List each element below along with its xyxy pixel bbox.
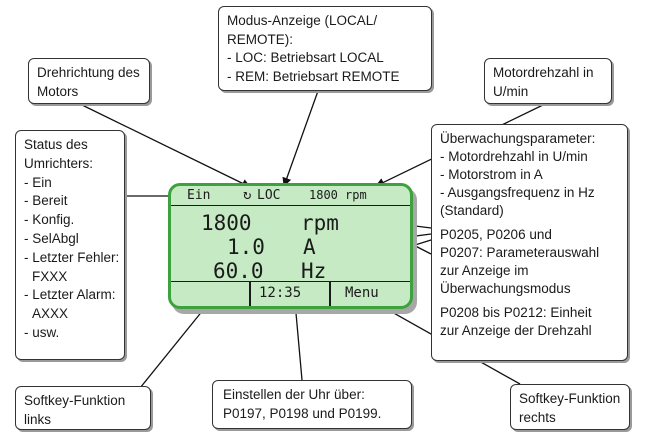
- callout-line: - Bereit: [24, 193, 68, 209]
- callout-line: P0197, P0198 und P0199.: [223, 405, 382, 421]
- callout-line: AXXX: [32, 306, 69, 322]
- callout-line: Softkey-Funktion: [24, 393, 126, 408]
- rotation-direction-icon: ↻: [243, 187, 252, 203]
- callout-line: - Letzter Alarm:: [24, 287, 116, 303]
- callout-motor-speed: Motordrehzahl in U/min: [484, 58, 612, 104]
- monitor-value-1: 1800: [201, 211, 252, 235]
- mode-indicator: LOC: [257, 188, 281, 203]
- lcd-softkey-bar: 12:35 Menu: [171, 281, 410, 306]
- callout-line: zur Anzeige der Drehzahl: [440, 323, 592, 338]
- callout-rotation-direction: Drehrichtung des Motors: [28, 58, 150, 104]
- callout-line: - REM: Betriebsart REMOTE: [227, 68, 400, 84]
- lcd-display: Ein ↻ LOC 1800 rpm 1800 rpm 1.0 A 60.0 H…: [168, 183, 413, 309]
- callout-line: Überwachungsmodus: [440, 281, 571, 296]
- callout-line: (Standard): [440, 203, 504, 218]
- callout-line: Einstellen der Uhr über:: [223, 387, 365, 402]
- monitoring-selection: P0205, P0206 und P0207: Parameterauswahl…: [440, 226, 619, 298]
- callout-line: - Ein: [24, 174, 52, 190]
- softkey-right-menu[interactable]: Menu: [345, 285, 379, 301]
- callout-line: Motors: [37, 83, 79, 99]
- clock-display[interactable]: 12:35: [259, 285, 302, 301]
- callout-line: P0208 bis P0212: Einheit: [440, 305, 592, 320]
- callout-line: zur Anzeige im: [440, 263, 529, 278]
- callout-line: Softkey-Funktion: [519, 391, 621, 406]
- arrow-softkey-left: [139, 298, 213, 389]
- callout-softkey-left: Softkey-Funktion links: [15, 386, 151, 430]
- arrow-clock: [291, 301, 303, 381]
- monitor-unit-3: Hz: [301, 259, 327, 283]
- monitoring-intro: Überwachungsparameter: - Motordrehzahl i…: [440, 130, 619, 220]
- callout-inverter-status: Status des Umrichters: - Ein - Bereit - …: [15, 130, 125, 360]
- callout-line: Modus-Anzeige (LOCAL/: [227, 13, 378, 28]
- callout-line: - Ausgangsfrequenz in Hz: [440, 185, 595, 200]
- callout-line: Umrichters:: [24, 155, 94, 171]
- speed-readout-value: 1800: [309, 188, 338, 202]
- callout-softkey-right: Softkey-Funktion rechts: [510, 384, 630, 430]
- callout-line: rechts: [519, 409, 556, 425]
- arrow-rotation: [79, 103, 251, 188]
- callout-line: - Motordrehzahl in U/min: [440, 149, 588, 164]
- callout-line: P0205, P0206 und: [440, 227, 552, 242]
- callout-line: Status des: [24, 137, 88, 152]
- softkey-divider: [329, 282, 331, 306]
- callout-line: - Letzter Fehler:: [24, 249, 120, 265]
- callout-monitoring-parameters: Überwachungsparameter: - Motordrehzahl i…: [431, 124, 628, 361]
- callout-line: - SelAbgl: [24, 230, 79, 246]
- monitor-unit-2: A: [303, 235, 316, 259]
- callout-mode-display: Modus-Anzeige (LOCAL/ REMOTE): - LOC: Be…: [218, 6, 432, 91]
- callout-line: REMOTE):: [227, 31, 293, 47]
- callout-line: - Konfig.: [24, 212, 75, 228]
- inverter-status-text: Ein: [187, 188, 211, 203]
- callout-line: Drehrichtung des: [37, 65, 140, 80]
- lcd-status-bar: Ein ↻ LOC 1800 rpm: [171, 186, 410, 206]
- callout-line: - LOC: Betriebsart LOCAL: [227, 50, 384, 65]
- callout-line: - usw.: [24, 324, 60, 340]
- callout-line: Motordrehzahl in: [493, 65, 594, 80]
- callout-line: U/min: [493, 83, 529, 99]
- softkey-divider: [249, 282, 251, 306]
- monitor-value-3: 60.0: [213, 259, 264, 283]
- arrow-mode: [282, 90, 319, 187]
- monitor-unit-1: rpm: [301, 211, 339, 235]
- callout-line: - Motorstrom in A: [440, 167, 543, 182]
- speed-readout-unit: rpm: [345, 188, 367, 202]
- callout-line: FXXX: [32, 268, 68, 284]
- monitor-value-2: 1.0: [227, 235, 265, 259]
- callout-line: P0207: Parameterauswahl: [440, 245, 600, 260]
- callout-line: links: [24, 411, 52, 427]
- monitoring-unit: P0208 bis P0212: Einheit zur Anzeige der…: [440, 304, 619, 340]
- callout-clock-setting: Einstellen der Uhr über: P0197, P0198 un…: [212, 380, 412, 429]
- callout-line: Überwachungsparameter:: [440, 131, 596, 146]
